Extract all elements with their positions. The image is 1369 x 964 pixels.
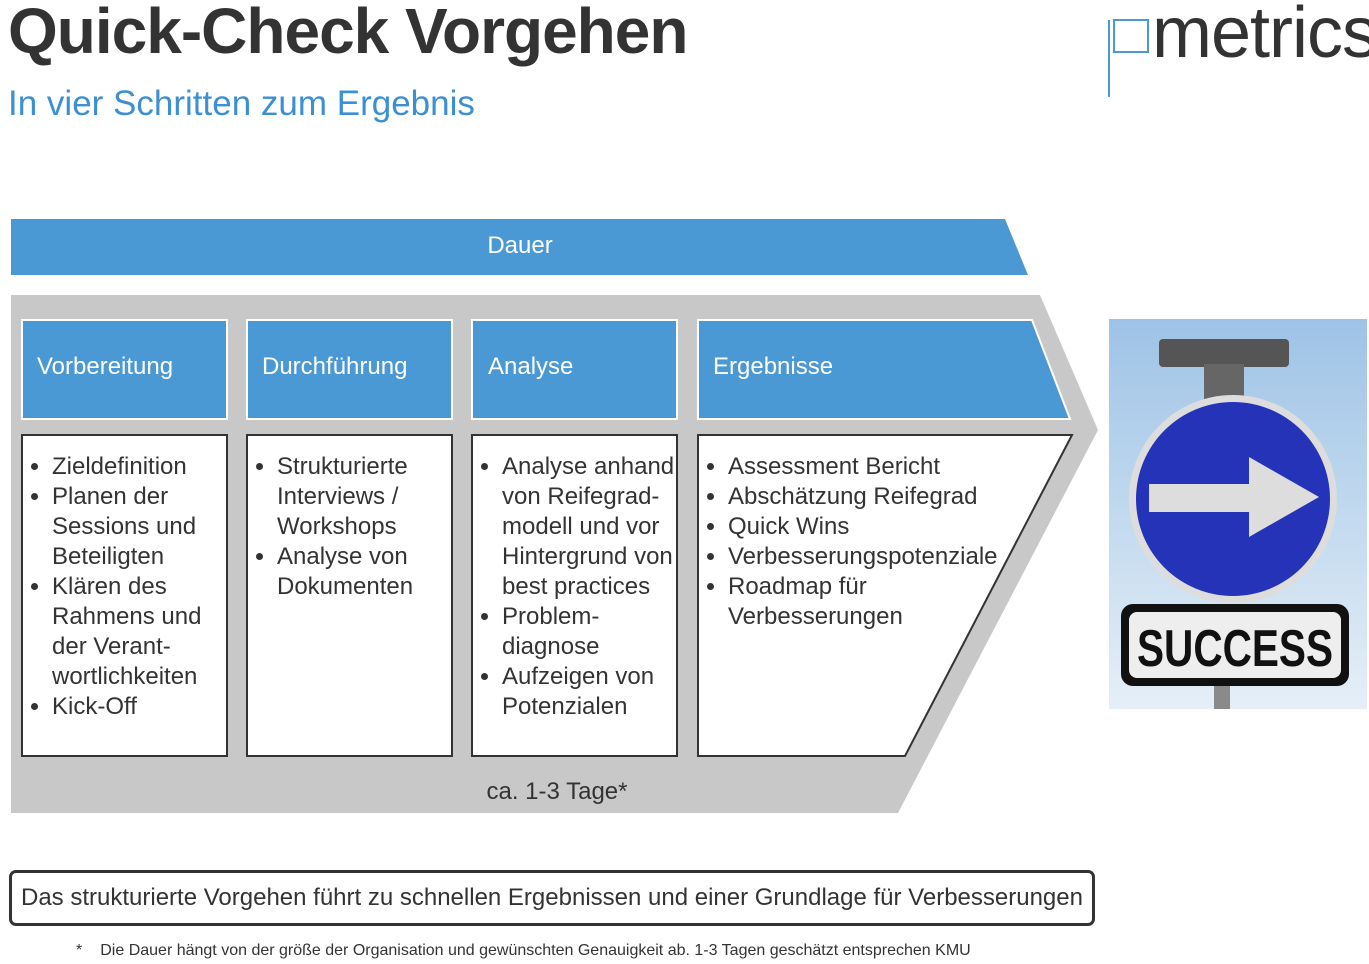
- duration-band: [11, 219, 1028, 275]
- list-item: Analyse anhand von Reifegrad-modell und …: [502, 452, 675, 602]
- duration-label: Dauer: [487, 232, 553, 259]
- sign-text: SUCCESS: [1137, 620, 1333, 678]
- list-item: Roadmap für Verbesserungen: [728, 572, 903, 632]
- list-item: Abschätzung Reifegrad: [728, 482, 998, 512]
- phase-header-4: [697, 319, 1072, 420]
- page-subtitle: In vier Schritten zum Ergebnis: [8, 84, 475, 123]
- phase-box-2: [246, 434, 453, 757]
- logo-text: metrics: [1152, 0, 1369, 73]
- list-item: Quick Wins: [728, 512, 998, 542]
- phase-list-analyse: Analyse anhand von Reifegrad-modell und …: [472, 452, 675, 722]
- phase-list-durchfuehrung: Strukturierte Interviews / Workshops Ana…: [247, 452, 432, 602]
- list-item: Aufzeigen von Potenzialen: [502, 662, 675, 722]
- summary-box: Das strukturierte Vorgehen führt zu schn…: [9, 870, 1095, 926]
- list-item: Klären des Rahmens und der Verant-wortli…: [52, 572, 207, 692]
- phase-header-3: [471, 319, 678, 420]
- list-item: Analyse von Dokumenten: [277, 542, 432, 602]
- phase-box-1: [21, 434, 228, 757]
- list-item: Strukturierte Interviews / Workshops: [277, 452, 432, 542]
- list-item: Planen der Sessions und Beteiligten: [52, 482, 207, 572]
- phase-header-2: [246, 319, 453, 420]
- phase-list-ergebnisse: Assessment Bericht Abschätzung Reifegrad…: [698, 452, 998, 632]
- page-title: Quick-Check Vorgehen: [8, 0, 688, 67]
- phase-title-vorbereitung: Vorbereitung: [37, 353, 174, 380]
- phase-header-1: [21, 319, 228, 420]
- logo-mark-icon: [1108, 19, 1149, 97]
- phase-list-vorbereitung: Zieldefinition Planen der Sessions und B…: [22, 452, 207, 722]
- phase-title-ergebnisse: Ergebnisse: [713, 353, 834, 380]
- footnote-text: Die Dauer hängt von der größe der Organi…: [100, 942, 971, 959]
- phase-box-3: [471, 434, 678, 757]
- list-item: Assessment Bericht: [728, 452, 998, 482]
- phase-title-analyse: Analyse: [488, 353, 574, 380]
- list-item: Kick-Off: [52, 692, 207, 722]
- process-diagram: [11, 219, 1098, 813]
- arrow-right-icon: [1149, 457, 1319, 537]
- phase-title-durchfuehrung: Durchführung: [262, 353, 408, 380]
- footnote-marker: *: [76, 942, 83, 959]
- list-item: Zieldefinition: [52, 452, 207, 482]
- footnote: * Die Dauer hängt von der größe der Organ…: [76, 942, 989, 960]
- list-item: Problem-diagnose: [502, 602, 675, 662]
- list-item: Verbesserungspotenziale: [728, 542, 998, 572]
- duration-estimate: ca. 1-3 Tage*: [486, 778, 628, 805]
- phase-box-4: [697, 434, 1074, 757]
- success-sign-image: SUCCESS: [1109, 319, 1367, 709]
